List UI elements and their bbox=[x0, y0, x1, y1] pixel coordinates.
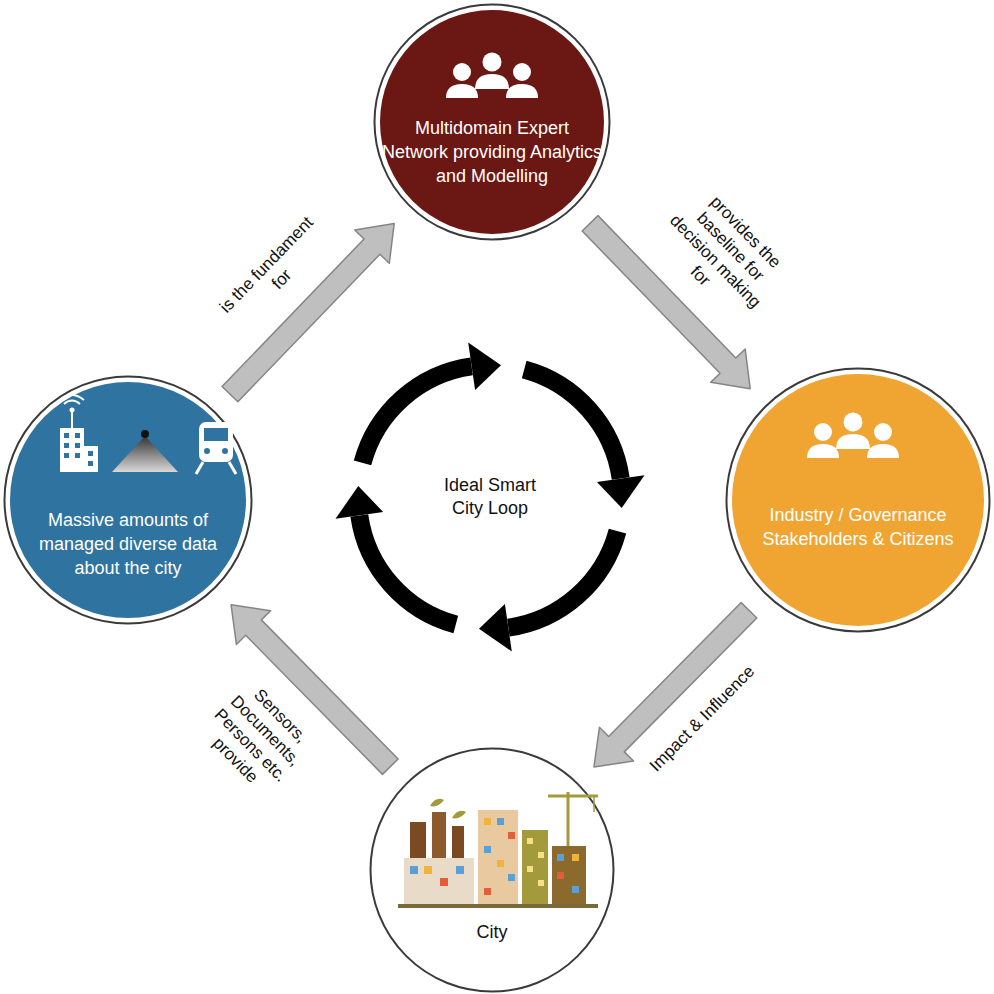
city-illustration bbox=[478, 810, 518, 906]
circle-ring bbox=[5, 377, 252, 624]
edge-label: Sensors, Documents, Persons etc. provide bbox=[187, 667, 328, 809]
building-antenna-icon bbox=[88, 451, 93, 456]
city-illustration bbox=[538, 852, 544, 858]
city-illustration bbox=[430, 799, 444, 807]
crowd-pyramid-icon bbox=[141, 430, 149, 438]
city-illustration bbox=[557, 854, 564, 861]
city-illustration bbox=[398, 792, 598, 908]
city-illustration bbox=[432, 812, 446, 906]
building-antenna-icon bbox=[64, 453, 69, 458]
node-text: City bbox=[432, 920, 552, 944]
stakeholder-people-icon bbox=[807, 413, 899, 459]
building-antenna-icon bbox=[60, 428, 84, 472]
city-illustration bbox=[410, 822, 426, 906]
city-illustration bbox=[484, 846, 491, 853]
building-antenna-icon bbox=[75, 433, 80, 438]
circle-fill bbox=[376, 754, 608, 986]
city-illustration bbox=[497, 860, 504, 867]
building-antenna-icon bbox=[60, 395, 98, 472]
edge-label: provides the baseline for decision makin… bbox=[643, 174, 804, 336]
node-text: Industry / Governance Stakeholders & Cit… bbox=[741, 503, 976, 551]
city-illustration bbox=[404, 858, 474, 906]
train-icon bbox=[204, 428, 228, 441]
city-illustration bbox=[527, 838, 533, 844]
city-illustration bbox=[452, 826, 464, 906]
city-illustration bbox=[548, 795, 598, 798]
stakeholder-people-icon bbox=[807, 413, 899, 459]
edge-label: Impact & Influence bbox=[630, 646, 774, 792]
city-illustration bbox=[440, 878, 448, 886]
smart-city-loop-ring bbox=[336, 486, 456, 625]
circle-ring bbox=[371, 749, 614, 992]
city-circle: City bbox=[369, 747, 615, 993]
train-icon bbox=[196, 462, 203, 474]
city-illustration bbox=[456, 866, 464, 874]
building-antenna-icon bbox=[64, 433, 69, 438]
smart-city-loop-ring bbox=[524, 370, 644, 509]
smart-city-loop-ring bbox=[336, 343, 645, 652]
city-data-circle: Massive amounts of managed diverse data … bbox=[3, 375, 253, 625]
train-icon bbox=[229, 462, 236, 474]
city-illustration bbox=[508, 874, 515, 881]
smart-city-loop-ring bbox=[363, 343, 502, 463]
building-antenna-icon bbox=[75, 443, 80, 448]
expert-people-icon bbox=[446, 53, 538, 99]
city-illustration bbox=[497, 818, 504, 825]
city-illustration bbox=[424, 866, 432, 874]
building-antenna-icon bbox=[84, 446, 98, 472]
city-illustration bbox=[484, 818, 491, 825]
building-antenna-icon bbox=[64, 443, 69, 448]
building-antenna-icon bbox=[75, 453, 80, 458]
train-icon bbox=[196, 422, 236, 474]
city-illustration bbox=[557, 872, 564, 879]
circle-outline bbox=[3, 375, 253, 625]
circle-fill bbox=[380, 10, 604, 234]
train-icon bbox=[204, 448, 210, 454]
circle-outline bbox=[369, 747, 615, 993]
train-icon bbox=[199, 422, 233, 462]
city-illustration bbox=[398, 904, 598, 908]
expert-network-circle: Multidomain Expert Network providing Ana… bbox=[373, 3, 611, 241]
circle-fill bbox=[10, 382, 246, 618]
circle-outline bbox=[725, 367, 991, 633]
building-antenna-icon bbox=[71, 410, 73, 428]
node-text: Massive amounts of managed diverse data … bbox=[26, 508, 231, 580]
city-illustration bbox=[552, 846, 586, 906]
circle-ring bbox=[375, 5, 610, 240]
city-illustration bbox=[484, 888, 491, 895]
crowd-pyramid-icon bbox=[112, 430, 178, 472]
smart-city-loop-ring bbox=[479, 531, 618, 651]
circle-fill bbox=[732, 374, 984, 626]
building-antenna-icon bbox=[88, 461, 93, 466]
circle-ring bbox=[727, 369, 990, 632]
city-illustration bbox=[538, 880, 544, 886]
edge-label: is the fundament for bbox=[205, 202, 342, 342]
train-icon bbox=[222, 448, 228, 454]
city-illustration bbox=[572, 886, 579, 893]
city-illustration bbox=[452, 811, 466, 819]
stakeholder-circle: Industry / Governance Stakeholders & Cit… bbox=[725, 367, 991, 633]
city-illustration bbox=[567, 792, 570, 846]
city-illustration bbox=[410, 866, 418, 874]
city-illustration bbox=[508, 832, 515, 839]
building-antenna-icon bbox=[60, 395, 84, 404]
expert-people-icon bbox=[446, 53, 538, 99]
city-illustration bbox=[572, 854, 579, 861]
crowd-pyramid-icon bbox=[112, 436, 178, 472]
node-text: Multidomain Expert Network providing Ana… bbox=[380, 116, 605, 188]
city-illustration bbox=[527, 866, 533, 872]
loop-label: Ideal Smart City Loop bbox=[430, 474, 550, 520]
city-illustration bbox=[593, 796, 595, 812]
building-antenna-icon bbox=[70, 408, 75, 413]
city-illustration bbox=[522, 830, 548, 906]
